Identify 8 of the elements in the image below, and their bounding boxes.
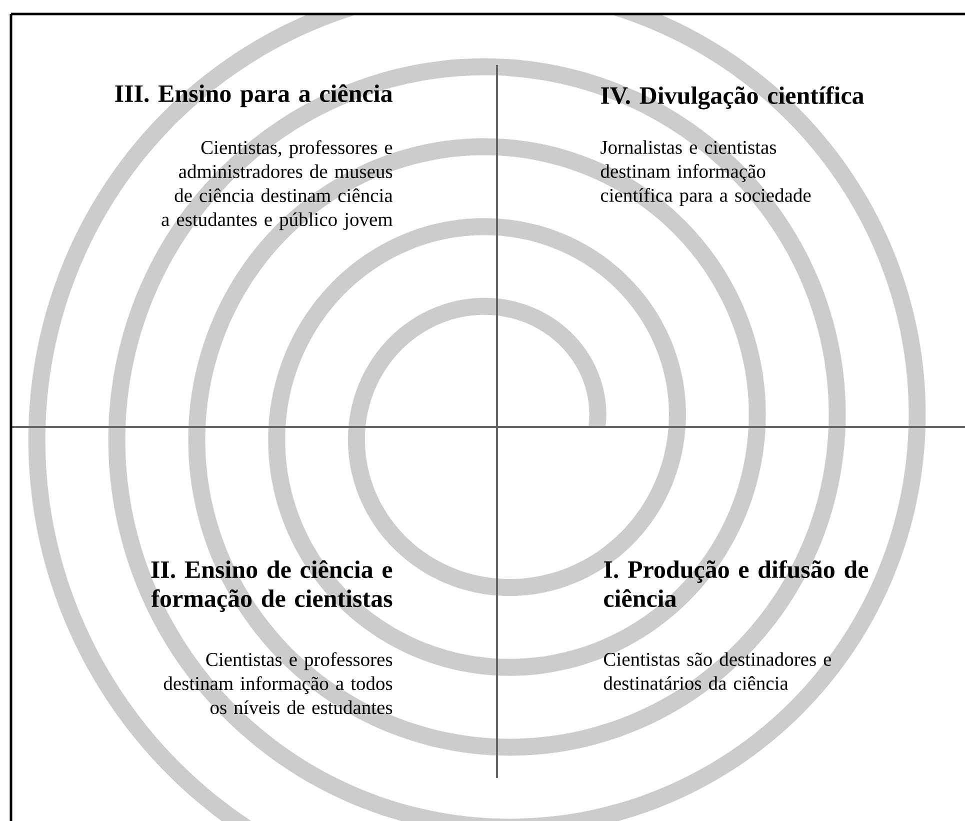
quadrant-heading: IV. Divulgação científica — [601, 86, 864, 110]
quadrant-heading: II. Ensino de ciência e formação de cientistas — [151, 560, 392, 612]
quadrant-description: Jornalistas e cientistas destinam informação científica para a sociedade — [600, 140, 811, 206]
quadrant-heading: I. Produção e difusão de ciência — [604, 560, 868, 608]
quadrant-heading: III. Ensino para a ciência — [115, 84, 392, 108]
quadrant-description: Cientistas e professores destinam informação a todos os níveis de estudantes — [164, 652, 392, 714]
quadrant-description: Cientistas são destinadores e destinatários da ciência — [604, 652, 832, 690]
quadrant-description: Cientistas, professores e administradores de museus de ciência destinam ciência a estudantes e público jovem — [162, 140, 393, 230]
